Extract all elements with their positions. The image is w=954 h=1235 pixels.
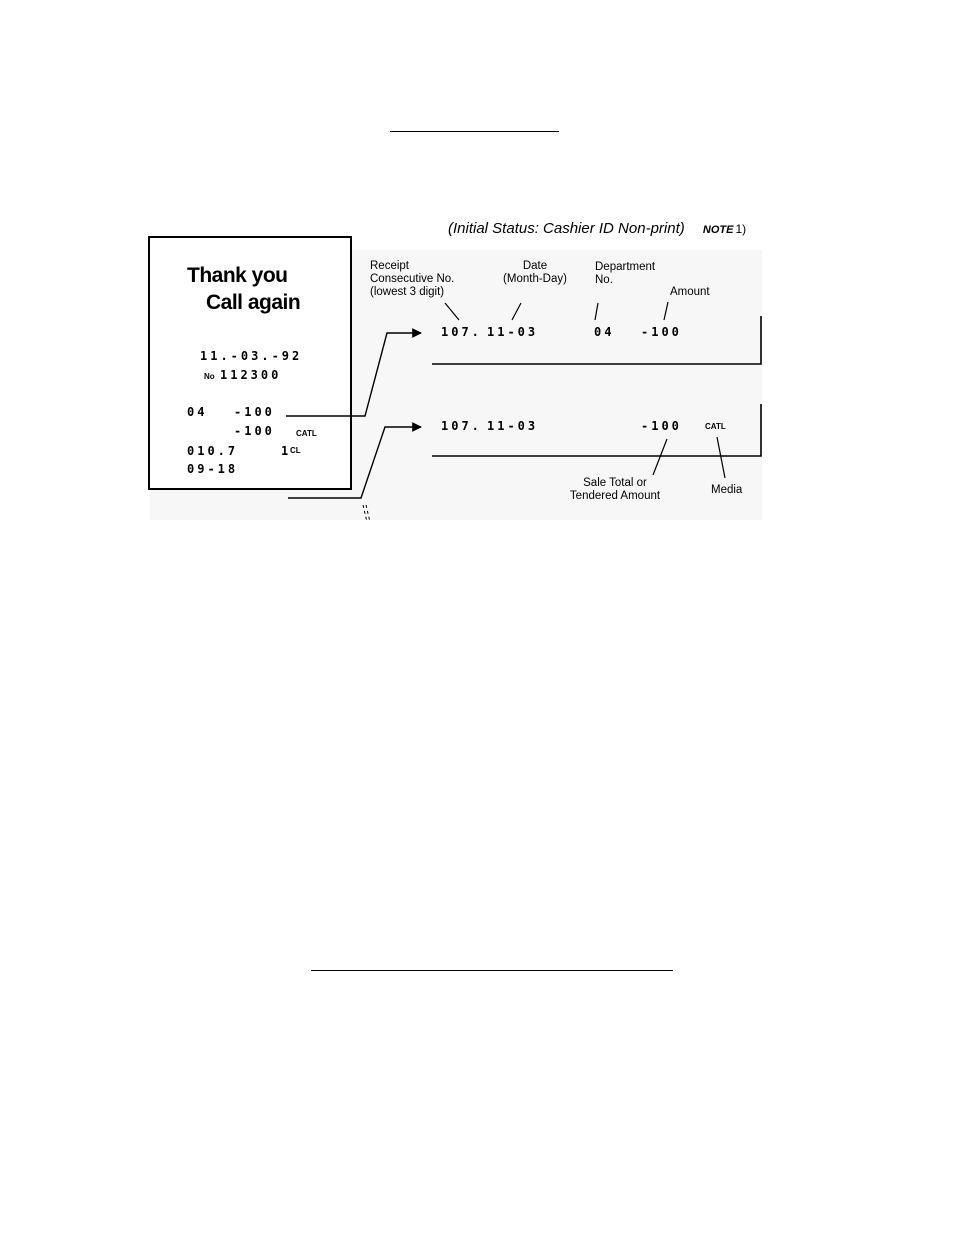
- label-sale-total: Sale Total or Tendered Amount: [555, 477, 675, 503]
- receipt-consecutive: 010.7: [187, 444, 238, 458]
- journal-row2-date: 11-03: [487, 419, 538, 433]
- journal-row2-media: CATL: [705, 422, 726, 431]
- note-number: 1): [735, 222, 746, 236]
- label-receipt-consecutive: Receipt Consecutive No. (lowest 3 digit): [370, 260, 454, 299]
- note-label: NOTE: [703, 224, 734, 236]
- label-date: Date (Month-Day): [495, 260, 575, 286]
- label-amount: Amount: [670, 286, 710, 299]
- label-receipt-consecutive-line3: (lowest 3 digit): [370, 286, 454, 299]
- status-text: (Initial Status: Cashier ID Non-print): [448, 220, 685, 237]
- receipt-printout: Thank you Call again 11.-03.-92 No 11230…: [148, 236, 352, 490]
- label-receipt-consecutive-line2: Consecutive No.: [370, 273, 454, 286]
- receipt-time: 09-18: [187, 462, 238, 476]
- initial-status-caption: (Initial Status: Cashier ID Non-print) N…: [448, 220, 746, 237]
- label-sale-total-line1: Sale Total or: [555, 477, 675, 490]
- journal-row1-date: 11-03: [487, 325, 538, 339]
- receipt-clerk-suffix: CL: [290, 446, 301, 455]
- journal-row2-consecutive: 107.: [441, 419, 482, 433]
- journal-row2-amount: -100: [641, 419, 682, 433]
- label-department: Department No.: [595, 261, 655, 287]
- top-rule: [390, 131, 559, 132]
- label-media: Media: [711, 484, 742, 497]
- receipt-number: 112300: [220, 368, 281, 382]
- receipt-total-amount: -100: [234, 424, 275, 438]
- receipt-dept-number: 04: [187, 405, 207, 419]
- label-sale-total-line2: Tendered Amount: [555, 490, 675, 503]
- journal-row1-department: 04: [594, 325, 614, 339]
- receipt-call-again: Call again: [206, 291, 300, 315]
- receipt-no-prefix: No: [204, 372, 215, 381]
- label-date-line1: Date: [495, 260, 575, 273]
- receipt-date: 11.-03.-92: [200, 349, 302, 363]
- receipt-dept-amount: -100: [234, 405, 275, 419]
- label-department-line1: Department: [595, 261, 655, 274]
- journal-row1-amount: -100: [641, 325, 682, 339]
- label-date-line2: (Month-Day): [495, 273, 575, 286]
- receipt-total-media: CATL: [296, 429, 317, 438]
- bottom-rule: [311, 970, 673, 971]
- label-department-line2: No.: [595, 274, 655, 287]
- receipt-thank-you: Thank you: [187, 264, 288, 288]
- label-receipt-consecutive-line1: Receipt: [370, 260, 454, 273]
- journal-row1-consecutive: 107.: [441, 325, 482, 339]
